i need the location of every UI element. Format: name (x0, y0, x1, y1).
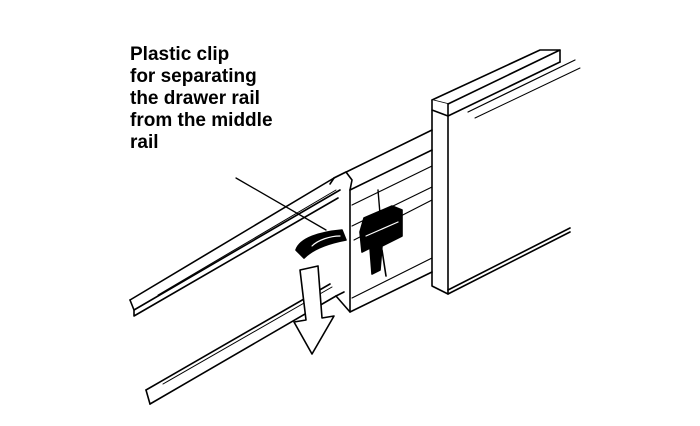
drawer-rail (129, 177, 341, 405)
plastic-clip-callout: Plastic clip for separating the drawer r… (130, 44, 370, 154)
callout-line-5: rail (130, 132, 159, 153)
callout-line-1: Plastic clip (130, 44, 230, 65)
callout-line-4: from the middle (130, 110, 273, 131)
down-arrow-icon (293, 265, 335, 355)
plastic-clip-icon (295, 189, 403, 277)
callout-line-3: the drawer rail (130, 88, 260, 109)
callout-leader-line (235, 177, 327, 231)
callout-line-2: for separating (130, 66, 257, 87)
outer-rail (431, 49, 581, 295)
middle-rail (329, 129, 433, 313)
